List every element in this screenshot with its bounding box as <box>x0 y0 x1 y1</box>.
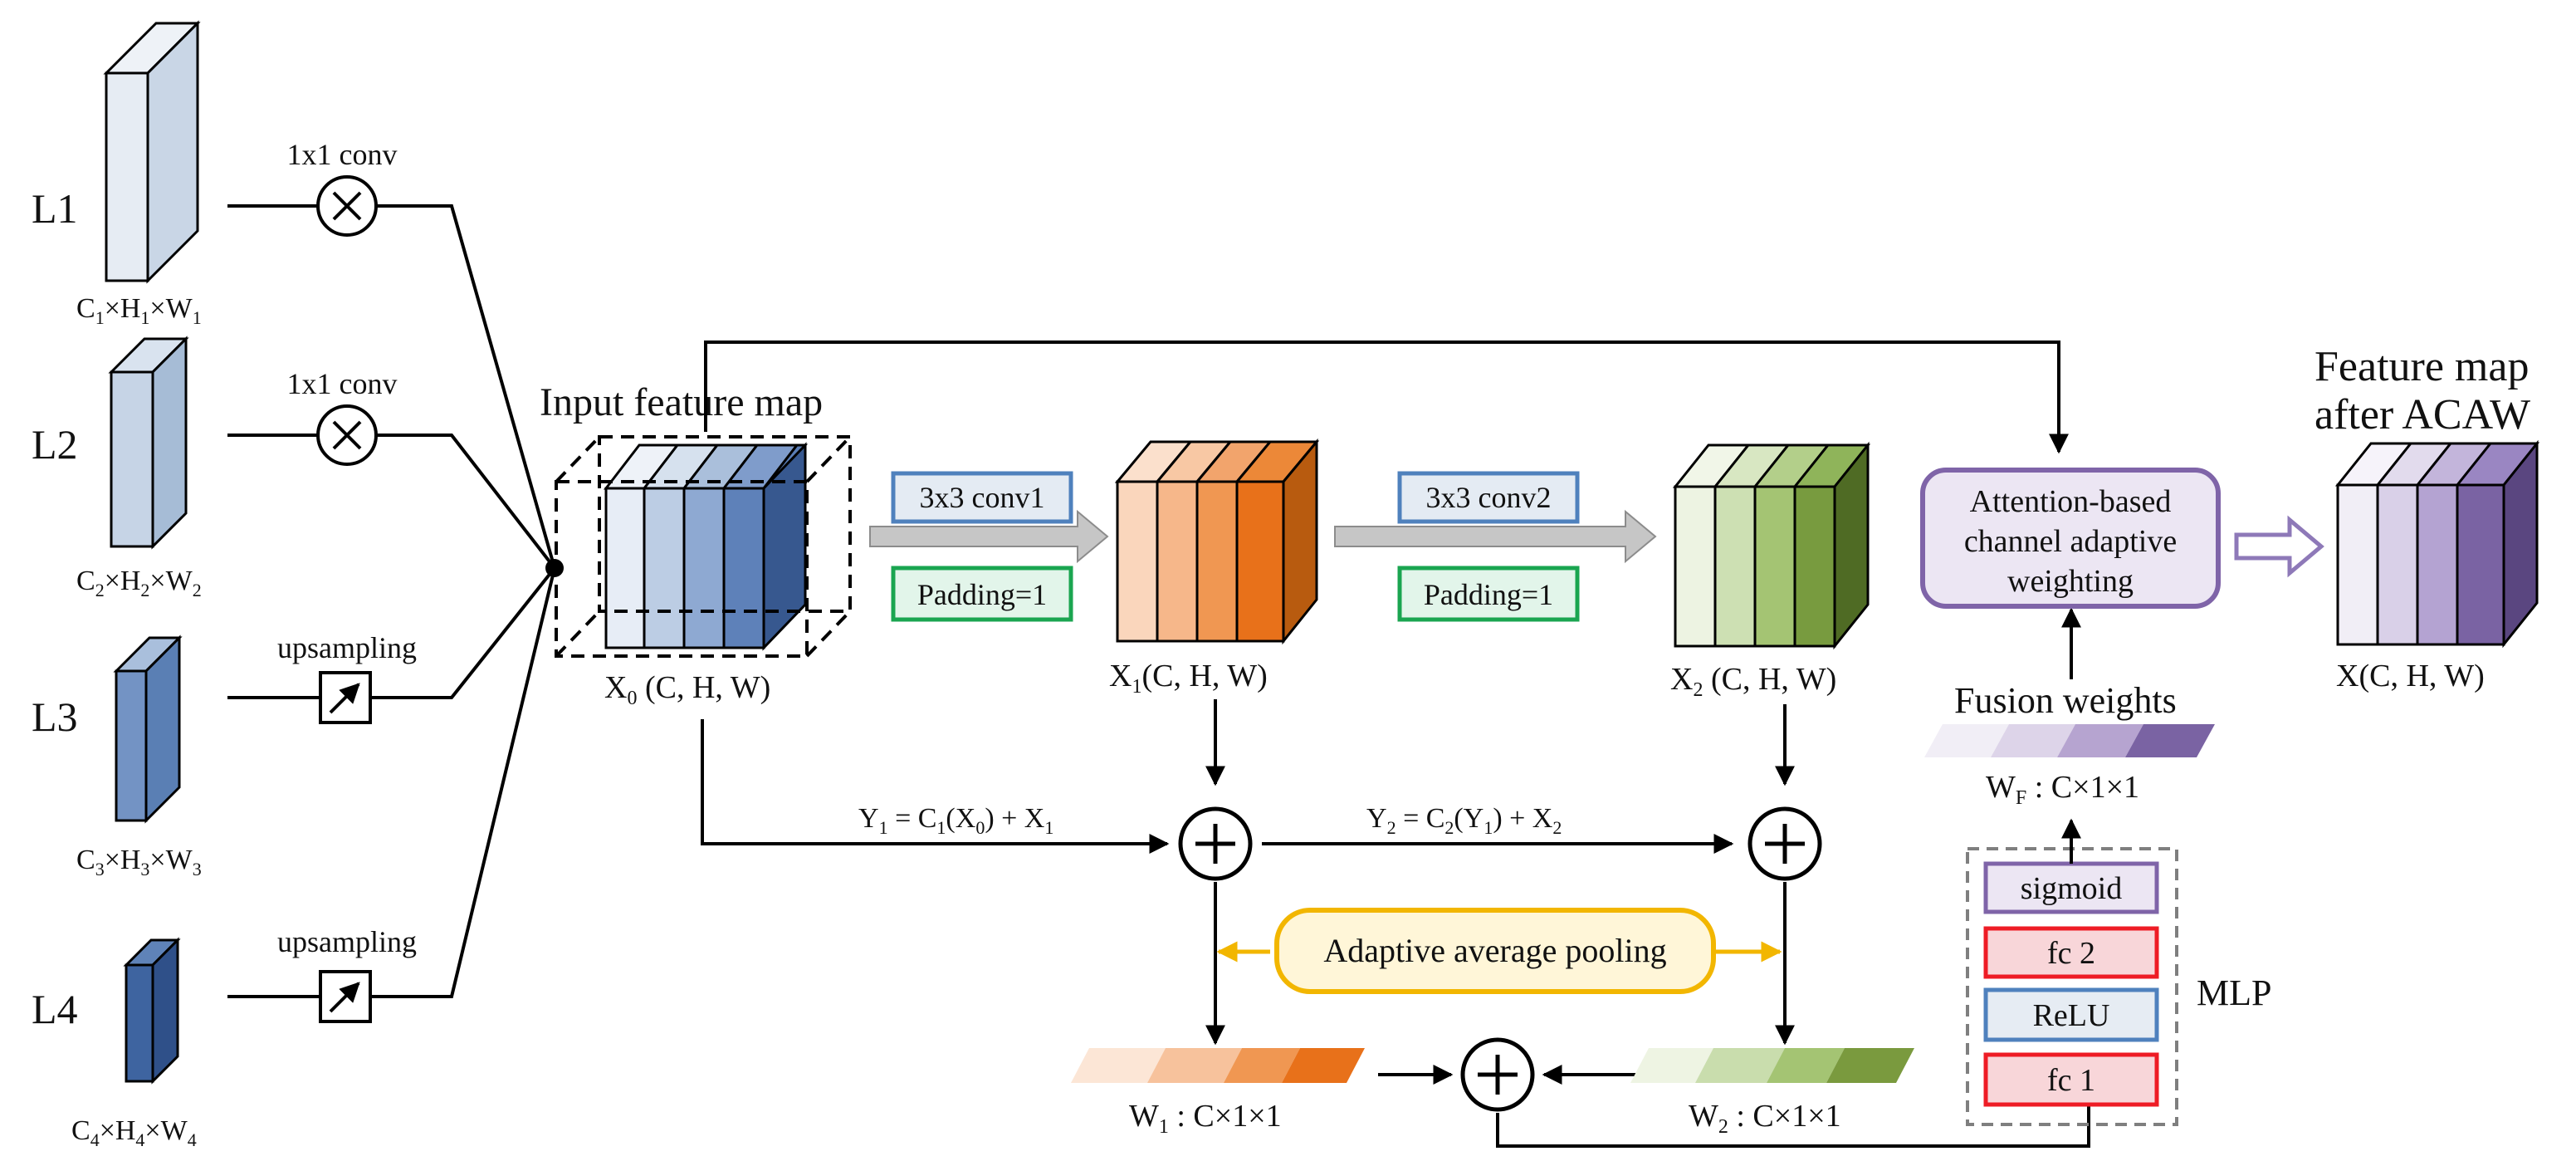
x2-label: X2 (C, H, W) <box>1670 662 1836 701</box>
wf-weight-bar <box>1924 724 2215 757</box>
op-label-l2: 1x1 conv <box>287 367 398 400</box>
residual-connectors <box>701 699 2090 1148</box>
conv2-label-box <box>1397 471 1580 524</box>
level-label-l4: L4 <box>32 986 78 1032</box>
level-dim-l1: C1×H1×W1 <box>76 293 202 328</box>
pooling-label: Adaptive average pooling <box>1323 932 1666 969</box>
conv1-padding-box <box>891 566 1073 622</box>
level-dim-l3: C3×H3×W3 <box>76 845 202 879</box>
attention-label-line3: weighting <box>2007 564 2134 599</box>
x1-feature-block <box>1114 438 1320 645</box>
level-dim-l2: C2×H2×W2 <box>76 566 202 600</box>
conv1-padding: Padding=1 <box>917 578 1047 611</box>
output-arrow <box>2234 515 2324 578</box>
multiply-icon <box>316 404 378 466</box>
level-block-l4 <box>123 937 181 1085</box>
mlp-fc2-label: fc 2 <box>2047 936 2095 971</box>
x0-label: X0 (C, H, W) <box>604 670 770 709</box>
add-icon <box>1460 1037 1535 1112</box>
mlp-relu-box <box>1983 987 2159 1042</box>
mlp-fc2-box <box>1983 926 2159 979</box>
w1-weight-bar <box>1071 1048 1365 1083</box>
mlp-sigmoid-box <box>1983 861 2159 914</box>
conv2-arrow <box>1334 509 1657 564</box>
x2-feature-block <box>1672 441 1871 650</box>
conv1-label: 3x3 conv1 <box>920 481 1045 514</box>
op-label-l1: 1x1 conv <box>287 138 398 171</box>
level-block-l2 <box>108 336 189 550</box>
w2-weight-bar <box>1630 1048 1914 1083</box>
mlp-relu-label: ReLU <box>2033 998 2110 1033</box>
y2-formula: Y2 = C2(Y1) + X2 <box>1366 803 1562 838</box>
fusion-weights-title: Fusion weights <box>1954 680 2177 721</box>
op-label-l4: upsampling <box>277 925 417 958</box>
w1-label: W1 : C×1×1 <box>1129 1099 1282 1138</box>
attention-box <box>1920 468 2221 609</box>
attention-label-line2: channel adaptive <box>1964 524 2177 559</box>
output-label: X(C, H, W) <box>2336 659 2485 693</box>
level-block-l1 <box>103 20 201 284</box>
mlp-sigmoid-label: sigmoid <box>2021 871 2122 906</box>
output-feature-block <box>2334 439 2540 649</box>
conv2-label: 3x3 conv2 <box>1426 481 1552 514</box>
conv2-padding-box <box>1397 566 1580 622</box>
upsampling-icon <box>319 671 372 724</box>
output-title-line1: Feature map <box>2314 343 2529 390</box>
add-icon <box>1747 806 1822 881</box>
output-title-line2: after ACAW <box>2314 391 2530 438</box>
w2-label: W2 : C×1×1 <box>1689 1099 1841 1138</box>
attention-label-line1: Attention-based <box>1970 484 2172 519</box>
conv2-padding: Padding=1 <box>1424 578 1553 611</box>
level-block-l3 <box>113 634 183 824</box>
pooling-box <box>1274 908 1716 994</box>
conv1-label-box <box>891 471 1073 524</box>
wf-label: WF : C×1×1 <box>1986 770 2139 809</box>
upsampling-icon <box>319 970 372 1023</box>
input-feature-map-title: Input feature map <box>540 380 823 424</box>
input-feature-block <box>555 435 852 658</box>
mlp-fc1-label: fc 1 <box>2047 1063 2095 1098</box>
mlp-fc1-box <box>1983 1052 2159 1107</box>
level-label-l3: L3 <box>32 693 78 740</box>
y1-formula: Y1 = C1(X0) + X1 <box>858 803 1053 838</box>
conv1-arrow <box>869 509 1109 564</box>
level-label-l1: L1 <box>32 185 78 232</box>
level-connectors <box>227 204 556 998</box>
add-icon <box>1178 806 1253 881</box>
level-label-l2: L2 <box>32 421 78 468</box>
op-label-l3: upsampling <box>277 631 417 664</box>
x1-label: X1(C, H, W) <box>1109 659 1268 698</box>
level-dim-l4: C4×H4×W4 <box>71 1115 197 1150</box>
multiply-icon <box>316 175 378 237</box>
skip-connection <box>704 340 2069 454</box>
mlp-title: MLP <box>2197 972 2271 1013</box>
